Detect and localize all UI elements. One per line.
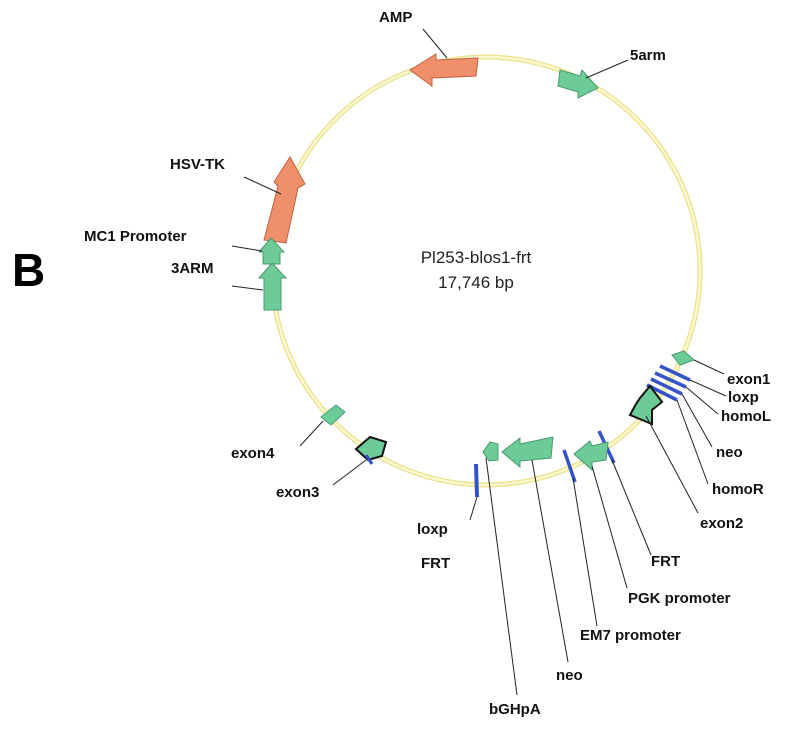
exon3-label: exon3: [276, 484, 319, 501]
exon4-leader: [299, 420, 324, 447]
arm5-leader: [585, 59, 629, 79]
exon1-label: exon1: [727, 371, 770, 388]
hsvtk-leader: [243, 176, 282, 195]
mc1-leader: [231, 245, 263, 252]
neo2-feature: [501, 436, 554, 469]
homor-label: homoR: [712, 481, 764, 498]
exon3-site: [364, 454, 374, 465]
plasmid-name: Pl253-blos1-frt: [421, 248, 532, 267]
amp-feature: [409, 53, 479, 87]
exon2-leader: [645, 415, 699, 514]
hsvtk-feature: [263, 156, 306, 244]
bghpa-leader: [485, 457, 518, 696]
frt1-label: FRT: [651, 553, 680, 570]
exon2-feature: [628, 384, 664, 426]
frt2-label: FRT: [421, 555, 450, 572]
loxp2-label: loxp: [417, 521, 448, 538]
neo1-leader: [681, 393, 713, 448]
exon2-label: exon2: [700, 515, 743, 532]
exon1-feature: [671, 350, 695, 366]
neo1-site: [650, 377, 683, 396]
bghpa-label: bGHpA: [489, 701, 541, 718]
em7-site: [562, 449, 577, 483]
hsvtk-label: HSV-TK: [170, 156, 225, 173]
bghpa-feature: [482, 441, 499, 462]
loxp2-site: [474, 463, 479, 498]
frt1-leader: [611, 459, 652, 556]
mc1-promoter-feature: [257, 237, 286, 265]
exon4-feature: [320, 404, 346, 426]
exon3-leader: [332, 459, 367, 486]
pgk-promoter-feature: [573, 440, 609, 472]
em7-label: EM7 promoter: [580, 627, 681, 644]
mc1-label: MC1 Promoter: [84, 228, 187, 245]
loxp1-site: [659, 364, 691, 382]
homol-leader: [685, 386, 719, 415]
em7-leader: [572, 477, 598, 627]
arm3-leader: [231, 285, 264, 291]
pgk-leader: [591, 465, 628, 589]
neo2-label: neo: [556, 667, 583, 684]
amp-label: AMP: [379, 9, 412, 26]
pgk-label: PGK promoter: [628, 590, 731, 607]
loxp2-leader: [469, 496, 478, 521]
neo2-leader: [531, 459, 569, 663]
arm5-feature: [557, 69, 599, 99]
exon1-leader: [693, 359, 725, 375]
amp-leader: [422, 28, 448, 59]
homol-site: [654, 371, 687, 389]
panel-letter: B: [12, 244, 45, 296]
loxp1-label: loxp: [728, 389, 759, 406]
homor-leader: [676, 399, 709, 485]
arm3-feature: [257, 262, 288, 311]
arm5-label: 5arm: [630, 47, 666, 64]
loxp1-leader: [689, 379, 727, 397]
plasmid-size: 17,746 bp: [438, 273, 514, 292]
homol-label: homoL: [721, 408, 771, 425]
exon3-feature: [354, 435, 388, 462]
exon4-label: exon4: [231, 445, 275, 462]
arm3-label: 3ARM: [171, 260, 214, 277]
neo1-label: neo: [716, 444, 743, 461]
